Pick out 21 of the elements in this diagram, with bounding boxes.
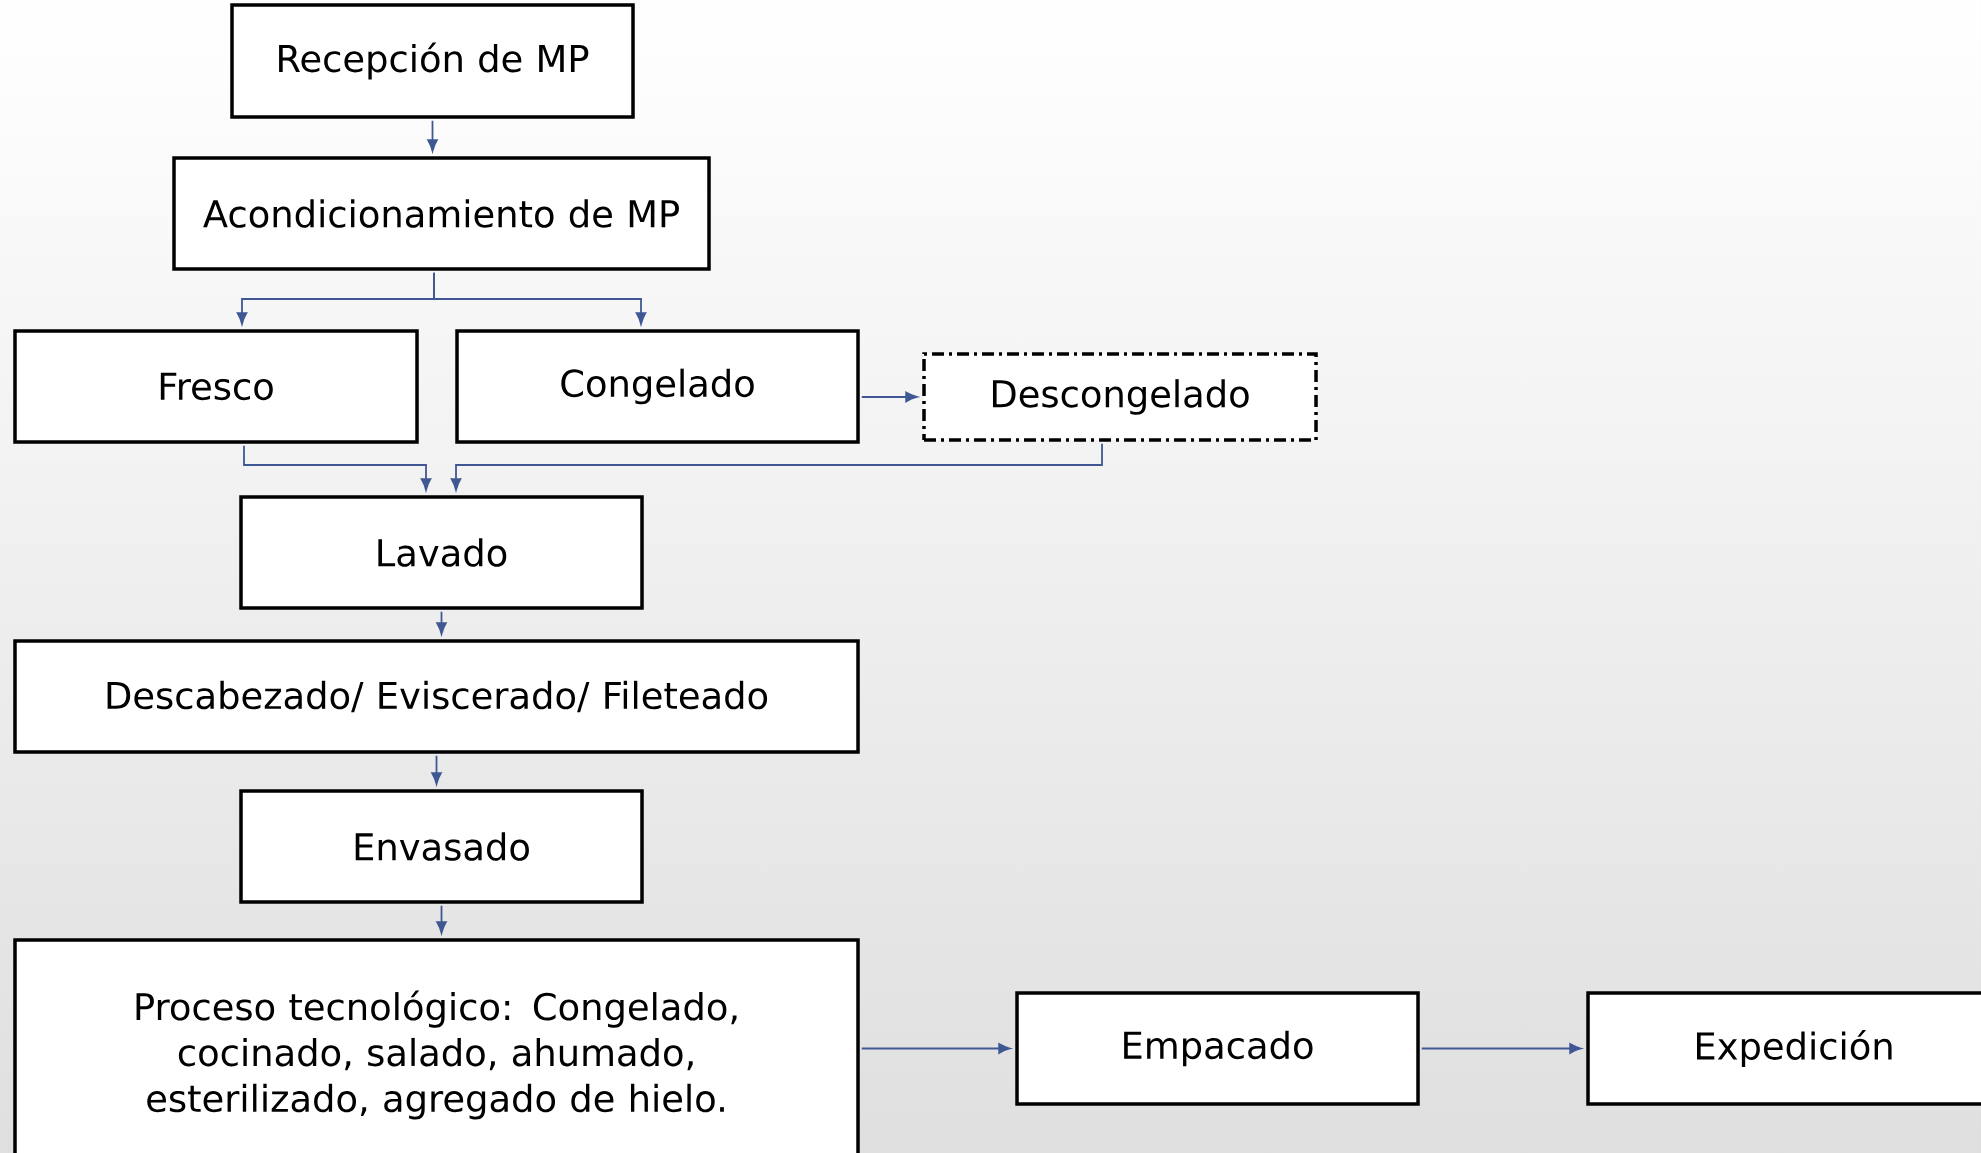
arrow: [433, 271, 647, 325]
process-box: Expedición: [1586, 991, 1981, 1106]
arrow: [431, 754, 442, 785]
process-box: Empacado: [1015, 991, 1420, 1106]
process-box: Fresco: [13, 329, 419, 444]
process-box: Descongelado: [922, 352, 1318, 442]
process-box: Descabezado/ Eviscerado/ Fileteado: [13, 639, 860, 754]
arrow: [243, 444, 432, 491]
arrow: [1420, 1043, 1582, 1054]
process-box: Recepción de MP: [230, 3, 635, 119]
arrow: [860, 1043, 1011, 1054]
arrow: [436, 904, 447, 934]
arrow: [450, 442, 1103, 491]
arrow: [436, 610, 447, 635]
process-box: Acondicionamiento de MP: [172, 156, 711, 271]
process-box: Lavado: [239, 495, 644, 610]
arrow: [860, 391, 918, 403]
process-box: Congelado: [455, 329, 860, 444]
process-box: Proceso tecnológico: Congelado, cocinado, salado, ahumado, esterilizado, agregado de hielo.: [13, 938, 860, 1153]
arrow: [427, 119, 438, 152]
process-box: Envasado: [239, 789, 644, 904]
